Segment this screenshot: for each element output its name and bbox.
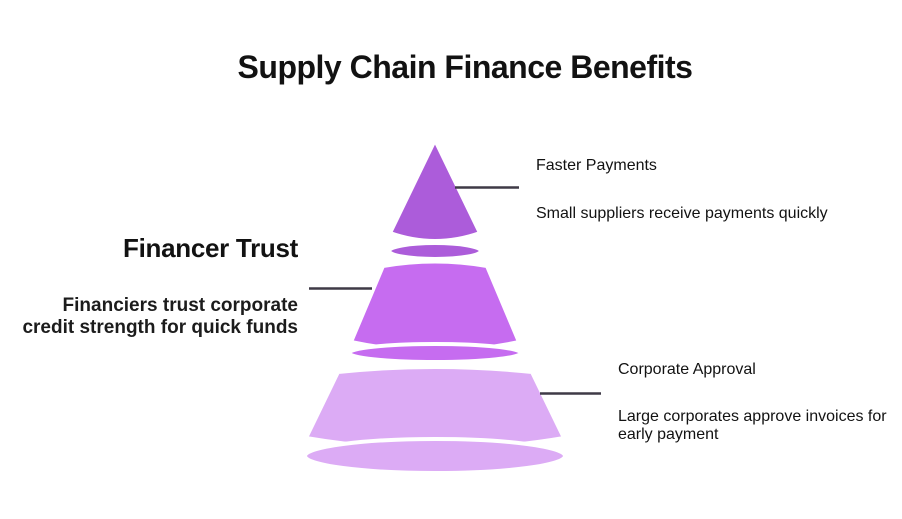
tier-callout-financer-trust: Financer Trust Financiers trust corporat… — [0, 233, 298, 339]
funnel-tier-corporate-approval-frustum — [304, 365, 566, 451]
tier-label-faster-payments: Faster Payments — [536, 157, 657, 174]
tier-description-corporate-approval: Large corporates approve invoices for ea… — [618, 408, 887, 443]
funnel-tier-financer-trust-base-ellipse — [347, 342, 523, 364]
tier-label-corporate-approval: Corporate Approval — [618, 361, 756, 378]
funnel-tier-faster-payments-base-ellipse — [387, 241, 483, 261]
tier-description-financer-trust: Financiers trust corporate credit streng… — [22, 295, 298, 338]
tier-description-faster-payments: Small suppliers receive payments quickly — [536, 205, 828, 222]
tier-label-financer-trust: Financer Trust — [123, 233, 298, 263]
funnel-tier-financer-trust-frustum — [349, 259, 521, 353]
funnel-tier-corporate-approval-base-ellipse — [303, 437, 567, 475]
page-title: Supply Chain Finance Benefits — [237, 49, 693, 86]
funnel-tier-faster-payments-cone — [388, 138, 482, 243]
